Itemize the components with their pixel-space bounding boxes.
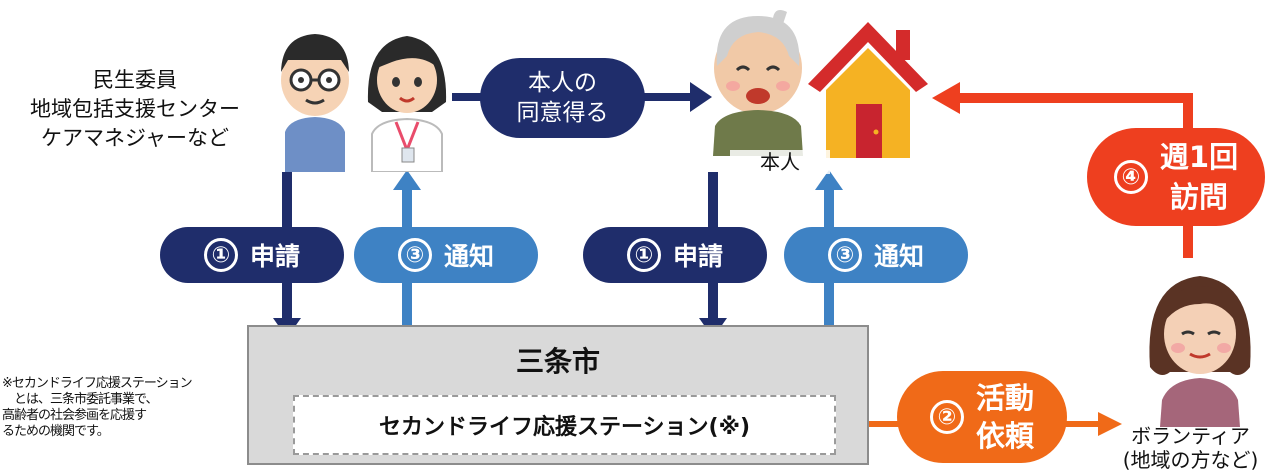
visit-line2: 訪問 — [1169, 180, 1228, 214]
left-group-label-line3: ケアマネジャーなど — [41, 126, 229, 150]
elderly-person-illustration — [713, 10, 803, 156]
city-label: 三条市 — [515, 345, 600, 378]
notify-left-pill: ③ 通知 — [354, 227, 538, 283]
apply-left-number: ① — [203, 238, 238, 272]
second-life-station-box: セカンドライフ応援ステーション(※) — [293, 395, 836, 455]
left-group-label: 民生委員 地域包括支援センター ケアマネジャーなど — [0, 66, 270, 153]
request-arrow-head — [1098, 412, 1122, 436]
left-group-label-line2: 地域包括支援センター — [30, 97, 240, 121]
notify-right-arrowhead — [815, 170, 843, 190]
footnote-line1: ※セカンドライフ応援ステーション — [2, 376, 193, 391]
volunteer-label-line1: ボランティア — [1131, 424, 1250, 448]
care-staff-illustration — [367, 36, 447, 172]
visit-pill: ④ 週1回 訪問 — [1087, 128, 1265, 226]
apply-right-pill: ① 申請 — [583, 227, 767, 283]
house-illustration — [808, 22, 928, 158]
notify-right-number: ③ — [827, 238, 862, 272]
visit-arrow-head — [932, 82, 960, 114]
consent-line1: 本人の — [528, 70, 597, 96]
volunteer-illustration — [1149, 276, 1251, 427]
left-group-label-line1: 民生委員 — [93, 68, 177, 92]
request-number: ② — [929, 400, 964, 434]
footnote-line3: 高齢者の社会参画を応援す — [2, 408, 147, 423]
consent-line2: 同意得る — [516, 100, 609, 126]
footnote: ※セカンドライフ応援ステーション とは、三条市委託事業で、 高齢者の社会参画を応… — [2, 376, 242, 440]
footnote-line2: とは、三条市委託事業で、 — [14, 392, 158, 407]
request-line1: 活動 — [975, 381, 1034, 415]
visit-number: ④ — [1113, 160, 1148, 194]
notify-left-text: 通知 — [443, 242, 494, 271]
volunteer-label: ボランティア (地域の方など) — [1100, 424, 1281, 472]
notify-left-arrowhead — [393, 170, 421, 190]
volunteer-label-line2: (地域の方など) — [1122, 448, 1259, 472]
apply-left-text: 申請 — [249, 242, 300, 271]
request-pill: ② 活動 依頼 — [897, 371, 1067, 463]
apply-right-text: 申請 — [672, 242, 723, 271]
welfare-commissioner-illustration — [281, 34, 349, 172]
consent-arrow-head — [690, 82, 712, 112]
apply-right-number: ① — [626, 238, 661, 272]
station-label: セカンドライフ応援ステーション(※) — [378, 415, 751, 440]
request-line2: 依頼 — [975, 419, 1034, 453]
footnote-line4: るための機関です。 — [2, 424, 110, 439]
apply-left-pill: ① 申請 — [160, 227, 344, 283]
notify-right-pill: ③ 通知 — [784, 227, 968, 283]
person-label: 本人 — [730, 150, 830, 174]
visit-line1: 週1回 — [1159, 140, 1239, 174]
consent-pill: 本人の 同意得る — [480, 58, 645, 138]
notify-left-number: ③ — [397, 238, 432, 272]
notify-right-text: 通知 — [873, 242, 924, 271]
